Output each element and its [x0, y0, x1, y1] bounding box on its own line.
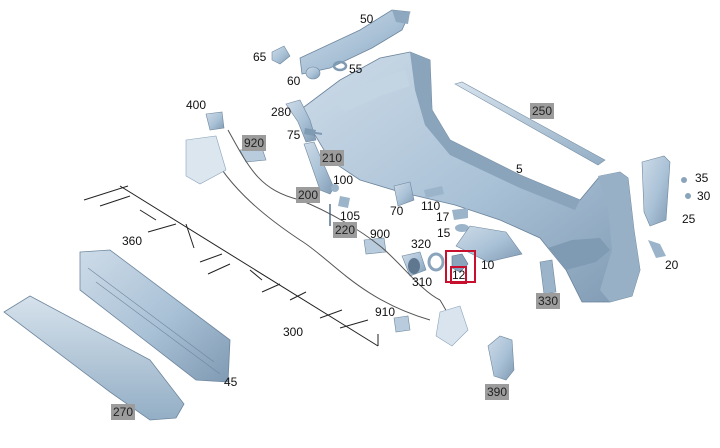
part-60-nut — [305, 66, 321, 80]
harness-connector — [435, 305, 469, 347]
label-210[interactable]: 210 — [320, 150, 345, 166]
part-30-screw — [685, 193, 691, 199]
part-45-tray — [79, 249, 231, 383]
label-100[interactable]: 100 — [333, 173, 354, 187]
label-50[interactable]: 50 — [360, 12, 374, 26]
selection-highlight — [445, 250, 476, 283]
part-35-screw — [681, 177, 687, 183]
label-360[interactable]: 360 — [122, 234, 143, 248]
label-12[interactable]: 12 — [449, 266, 468, 284]
label-250[interactable]: 250 — [530, 103, 555, 119]
label-270[interactable]: 270 — [111, 404, 136, 420]
part-320-ring — [427, 252, 445, 272]
part-400-sensor — [205, 111, 225, 131]
label-310[interactable]: 310 — [412, 275, 433, 289]
label-15[interactable]: 15 — [437, 226, 451, 240]
part-12-clip — [451, 253, 469, 273]
part-55-washer — [332, 60, 348, 72]
label-300[interactable]: 300 — [283, 325, 304, 339]
part-900 — [363, 237, 387, 255]
label-330[interactable]: 330 — [536, 293, 561, 309]
label-280[interactable]: 280 — [271, 105, 292, 119]
part-200-210-mount — [303, 141, 335, 195]
part-330 — [539, 259, 557, 295]
label-200[interactable]: 200 — [296, 187, 321, 203]
part-25-bracket — [641, 155, 671, 227]
part-105 — [338, 196, 350, 208]
part-20 — [648, 240, 666, 258]
label-220[interactable]: 220 — [333, 222, 358, 238]
part-70 — [393, 181, 415, 207]
part-17 — [452, 208, 468, 220]
part-5-bumper-cover — [299, 51, 641, 303]
label-65[interactable]: 65 — [253, 50, 267, 64]
label-110[interactable]: 110 — [421, 199, 441, 213]
label-35[interactable]: 35 — [695, 171, 709, 185]
label-910[interactable]: 910 — [375, 305, 396, 319]
label-25[interactable]: 25 — [682, 212, 696, 226]
label-400[interactable]: 400 — [186, 98, 207, 112]
part-390 — [487, 335, 515, 381]
label-45[interactable]: 45 — [224, 375, 238, 389]
part-310-sensor — [401, 251, 427, 277]
harness-bundle — [185, 135, 227, 185]
label-900[interactable]: 900 — [370, 227, 391, 241]
label-70[interactable]: 70 — [390, 204, 404, 218]
part-65-clip — [271, 45, 291, 65]
part-100 — [331, 184, 339, 192]
part-15 — [455, 224, 469, 232]
label-75[interactable]: 75 — [287, 128, 301, 142]
part-910 — [393, 315, 411, 333]
label-17[interactable]: 17 — [436, 210, 450, 224]
label-390[interactable]: 390 — [485, 384, 510, 400]
label-30[interactable]: 30 — [697, 189, 711, 203]
part-270-panel — [3, 295, 185, 421]
label-60[interactable]: 60 — [287, 74, 301, 88]
label-105[interactable]: 105 — [340, 209, 361, 223]
label-320[interactable]: 320 — [411, 237, 432, 251]
label-55[interactable]: 55 — [349, 62, 363, 76]
label-920[interactable]: 920 — [242, 135, 267, 151]
label-5[interactable]: 5 — [516, 162, 523, 176]
label-10[interactable]: 10 — [481, 258, 495, 272]
part-360-300-wire-lines — [83, 185, 379, 347]
part-110 — [424, 186, 444, 198]
part-10-panel — [455, 225, 523, 263]
part-250-strip — [454, 81, 606, 166]
label-20[interactable]: 20 — [665, 258, 679, 272]
